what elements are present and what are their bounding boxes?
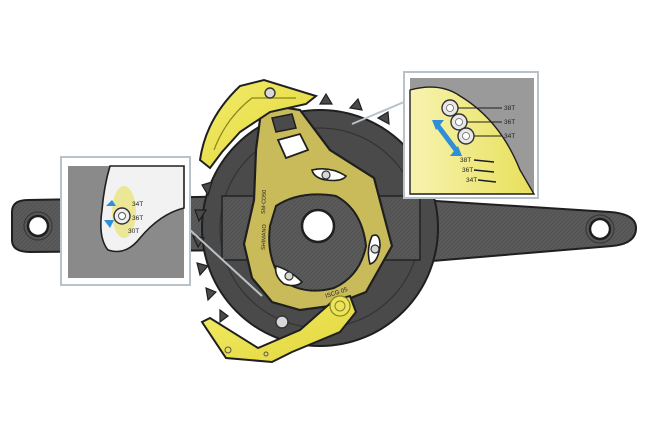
label-36t: 36T	[132, 215, 143, 222]
callout-line-left	[189, 229, 263, 297]
label-30t: 30T	[128, 228, 139, 235]
label-34t: 34T	[132, 201, 143, 208]
inset-right-detail: 38T 36T 34T 38T 36T 34T	[403, 71, 539, 199]
chain-guide-plate: SHIMANO SM-CD50 ISCG 05	[242, 102, 394, 312]
upper-chain-guide	[198, 78, 319, 170]
pedal-hole-left	[26, 214, 50, 238]
lower-chain-guide	[200, 294, 358, 364]
model-label: SM-CD50	[261, 190, 268, 214]
inset-left-detail: 34T 36T 30T	[60, 156, 191, 286]
pedal-hole-right	[588, 217, 612, 241]
callout-line-right	[351, 101, 405, 125]
bolt	[264, 87, 276, 99]
bolt-label-38t: 38T	[504, 105, 515, 112]
adjust-arrow-icon	[436, 124, 458, 152]
brand-label: SHIMANO	[261, 223, 268, 250]
arrow-up-icon	[106, 200, 116, 206]
bolt	[321, 170, 331, 180]
bolt	[275, 315, 289, 329]
bolt	[284, 271, 294, 281]
arrow-down-icon	[104, 220, 114, 228]
scale-label-34t: 34T	[466, 177, 477, 184]
scale-label-36t: 36T	[462, 167, 473, 174]
bolt	[370, 244, 380, 254]
scale-label-38t: 38T	[460, 157, 471, 164]
bolt-label-36t: 36T	[504, 119, 515, 126]
bolt-label-34t: 34T	[504, 133, 515, 140]
